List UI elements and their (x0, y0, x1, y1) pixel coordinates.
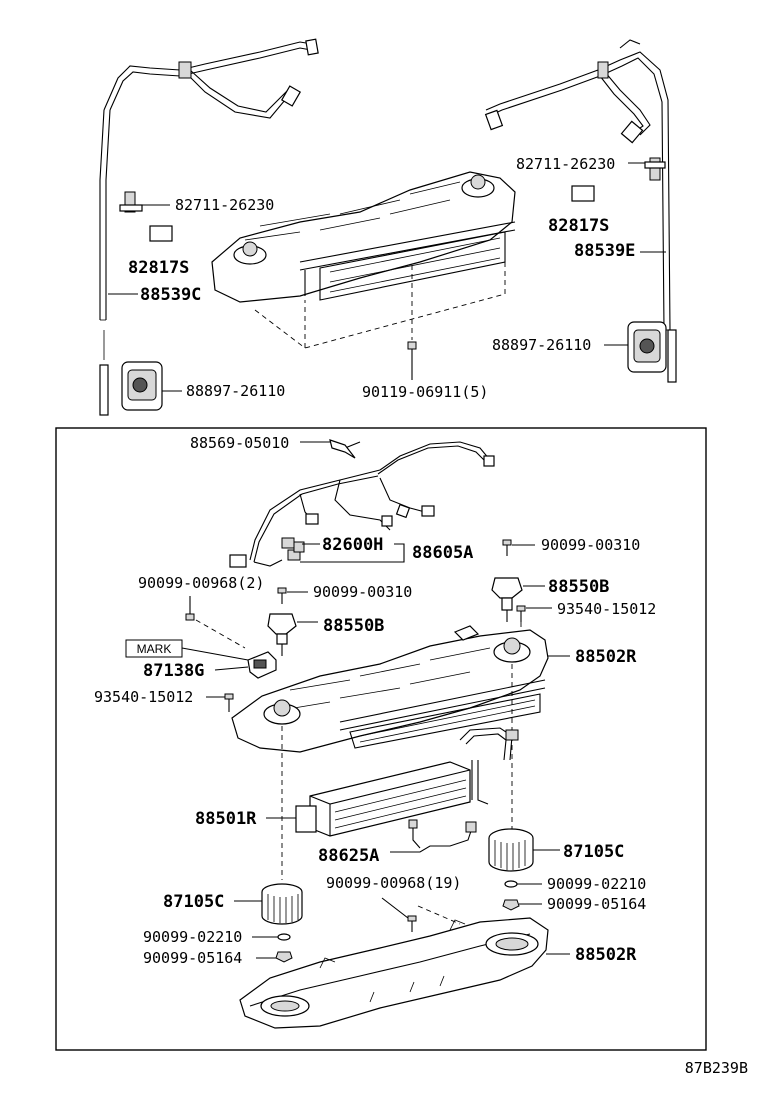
label-evaporator: 88501R (195, 809, 257, 829)
label-case-lower: 88502R (575, 945, 637, 965)
label-harness-clamp: 88569-05010 (190, 434, 289, 452)
nut-right (502, 899, 542, 911)
screw-left-mid (206, 693, 234, 712)
label-right-clip: 82711-26230 (516, 155, 615, 173)
label-valve-left: 88550B (323, 616, 384, 636)
case-upper (231, 625, 549, 753)
left-hose-assembly (99, 38, 319, 416)
left-clip (119, 191, 170, 213)
label-switch: 87138G (143, 661, 204, 681)
label-wire-harness: 88605A (412, 543, 473, 563)
top-unit-housing (211, 171, 516, 349)
label-screw-left-top: 90099-00310 (313, 583, 412, 601)
diagram-code: 87B239B (685, 1059, 748, 1077)
label-case-upper: 88502R (575, 647, 637, 667)
harness-clamp (300, 439, 361, 459)
switch (214, 651, 277, 679)
label-washer-right: 90099-02210 (547, 875, 646, 893)
valve-right (491, 577, 545, 622)
label-washer-left: 90099-02210 (143, 928, 242, 946)
screw-left-top (277, 587, 308, 604)
label-left-hose: 88539C (140, 285, 201, 305)
evaporator (295, 727, 519, 837)
label-right-grommet: 88897-26110 (492, 336, 591, 354)
screw-right-top (502, 539, 535, 556)
label-valve-right: 88550B (548, 577, 609, 597)
right-hose-assembly (484, 39, 677, 383)
wire-harness (229, 441, 495, 568)
label-left-pad: 82817S (128, 258, 189, 278)
thermistor (390, 819, 477, 853)
washer-left (252, 933, 291, 941)
detail-frame (55, 427, 707, 1051)
label-screw-right-top: 90099-00310 (541, 536, 640, 554)
label-mark-tag: MARK (137, 642, 172, 656)
left-grommet (121, 361, 182, 411)
screw-bottom (381, 897, 461, 932)
label-screw-bottom-count: 90099-00968(19) (326, 874, 461, 892)
label-screw-left-mid: 93540-15012 (94, 688, 193, 706)
label-screw-left-count: 90099-00968(2) (138, 574, 264, 592)
label-nut-right: 90099-05164 (547, 895, 646, 913)
label-left-grommet: 88897-26110 (186, 382, 285, 400)
label-nut-left: 90099-05164 (143, 949, 242, 967)
label-right-pad: 82817S (548, 216, 609, 236)
label-screw-right-mid: 93540-15012 (557, 600, 656, 618)
screw-right-mid (516, 605, 552, 640)
valve-left (267, 613, 318, 656)
right-pad (571, 185, 595, 202)
case-lower (239, 917, 549, 1029)
right-clip (628, 157, 666, 181)
right-grommet (604, 321, 667, 373)
label-connector: 82600H (322, 535, 383, 555)
label-left-clip: 82711-26230 (175, 196, 274, 214)
label-top-bolt: 90119-06911(5) (362, 383, 488, 401)
screw-left-small (185, 596, 246, 649)
washer-right (504, 880, 542, 888)
label-thermistor: 88625A (318, 846, 379, 866)
left-pad (149, 225, 173, 242)
nut-left (256, 951, 293, 963)
top-bolt (407, 341, 417, 380)
label-blower-right: 87105C (563, 842, 624, 862)
blower-right (488, 828, 560, 872)
label-blower-left: 87105C (163, 892, 224, 912)
blower-left (234, 883, 303, 925)
label-right-hose: 88539E (574, 241, 635, 261)
